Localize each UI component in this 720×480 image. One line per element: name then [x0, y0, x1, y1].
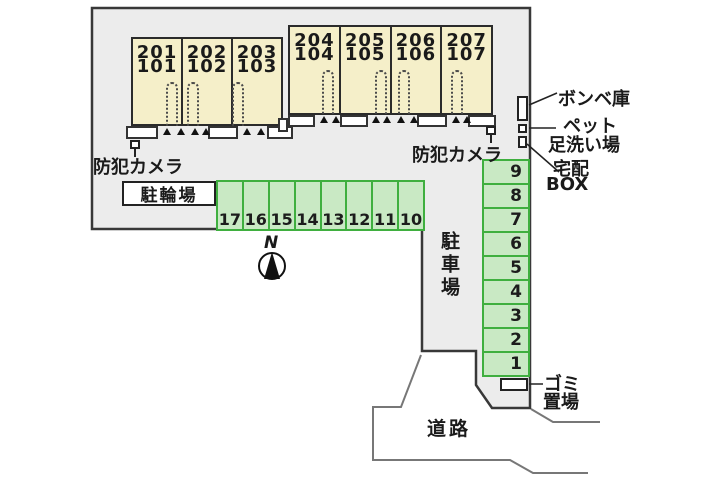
security-camera-icon [130, 140, 140, 157]
gas-storage-label: ボンベ庫 [558, 89, 630, 110]
entrance-marker-triangle [463, 116, 471, 123]
entrance-porch [340, 115, 368, 127]
approach-path-dashed [322, 70, 334, 114]
entrance-porch [288, 115, 315, 127]
entrance-marker-triangle [163, 128, 171, 135]
garbage-label-line2: 置場 [543, 392, 579, 413]
car-stall-5: 5 [484, 257, 528, 279]
entrance-marker-triangle [191, 128, 199, 135]
approach-path-dashed [187, 82, 199, 126]
bicycle-stall-14: 14 [295, 182, 320, 229]
security-camera-icon [486, 126, 496, 143]
road-edge-left [372, 354, 588, 474]
car-stall-2: 2 [484, 329, 528, 351]
entrance-marker-triangle [320, 116, 328, 123]
entrance-porch [278, 118, 288, 132]
approach-path-dashed [166, 82, 178, 126]
approach-path-dashed [232, 82, 244, 126]
leader-gas-storage [528, 92, 558, 106]
entrance-marker-triangle [452, 116, 460, 123]
bicycle-stall-10: 10 [399, 182, 423, 229]
road-label: 道路 [427, 418, 472, 440]
pet-wash-label-line1: ペット [563, 116, 617, 137]
garbage-area-icon [500, 378, 528, 391]
road-edge-right [530, 408, 600, 423]
car-stall-3: 3 [484, 305, 528, 327]
entrance-marker-triangle [202, 128, 210, 135]
car-stall-8: 8 [484, 185, 528, 207]
entrance-marker-triangle [410, 116, 418, 123]
entrance-marker-triangle [332, 116, 340, 123]
entrance-marker-triangle [177, 128, 185, 135]
approach-path-dashed [451, 70, 463, 114]
delivery-box-label-line1: 宅配 [553, 159, 589, 180]
car-stall-9: 9 [484, 161, 528, 183]
approach-path-dashed [398, 70, 410, 114]
entrance-marker-triangle [243, 128, 251, 135]
entrance-porch [208, 126, 238, 139]
delivery-box-icon [518, 136, 527, 148]
bicycle-stall-15: 15 [269, 182, 294, 229]
approach-path-dashed [375, 70, 387, 114]
security-camera-left-label: 防犯カメラ [93, 157, 183, 178]
leader-delivery-box [526, 143, 560, 173]
gas-cylinder-storage-icon [517, 96, 528, 121]
garbage-label-line1: ゴミ [544, 374, 580, 395]
car-stall-1: 1 [484, 353, 528, 375]
bicycle-parking-label-text: 駐輪場 [140, 186, 198, 206]
car-parking-label: 駐車場 [438, 231, 460, 300]
bicycle-stall-12: 12 [347, 182, 372, 229]
entrance-marker-triangle [383, 116, 391, 123]
car-stall-4: 4 [484, 281, 528, 303]
entrance-marker-triangle [397, 116, 405, 123]
pet-wash-label-line2: 足洗い場 [548, 135, 620, 156]
entrance-marker-triangle [257, 128, 265, 135]
bicycle-parking-label: 駐輪場 [122, 181, 216, 206]
bicycle-stall-17: 17 [218, 182, 242, 229]
car-stall-6: 6 [484, 233, 528, 255]
security-camera-right-label: 防犯カメラ [412, 145, 502, 166]
delivery-box-label-line2: BOX [546, 174, 589, 195]
bicycle-stall-13: 13 [321, 182, 346, 229]
bicycle-stall-16: 16 [243, 182, 268, 229]
compass-north-icon [258, 252, 286, 280]
car-stall-7: 7 [484, 209, 528, 231]
entrance-porch [126, 126, 158, 139]
bicycle-stall-11: 11 [373, 182, 398, 229]
compass-north-letter: N [264, 233, 279, 253]
entrance-marker-triangle [372, 116, 380, 123]
entrance-porch [417, 115, 447, 127]
pet-foot-wash-icon [518, 124, 527, 133]
